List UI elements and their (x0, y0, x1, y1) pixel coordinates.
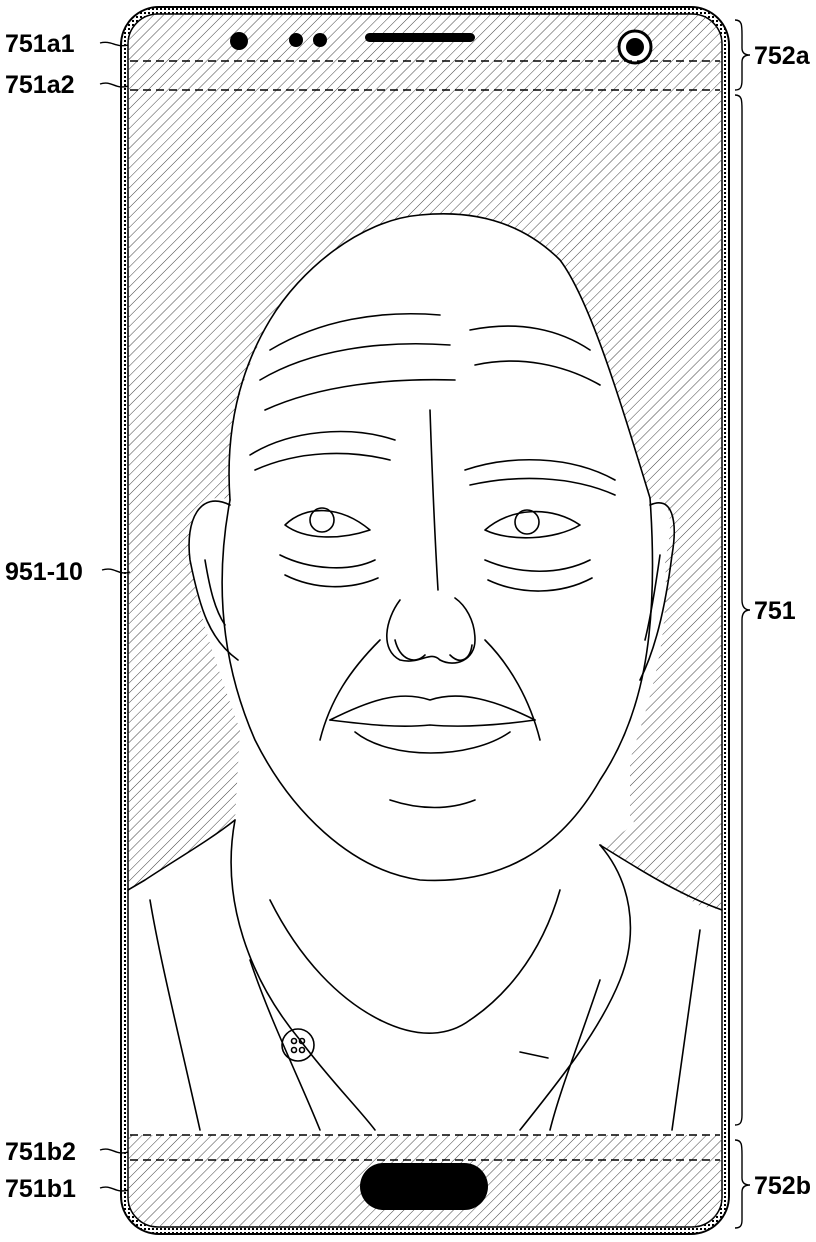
face-drawing (127, 213, 723, 1131)
leader-line-951-10 (101, 568, 131, 574)
label-752a: 752a (754, 42, 811, 70)
leader-line-751a2 (99, 82, 129, 88)
label-751: 751 (754, 597, 796, 625)
leader-line-751b2 (99, 1148, 129, 1154)
sensor-dot-icon (313, 33, 327, 47)
label-951-10: 951-10 (5, 558, 83, 586)
sensor-dot-icon (230, 32, 248, 50)
hatched-background (128, 14, 722, 910)
sensor-dot-icon (289, 33, 303, 47)
brace-752b (734, 1139, 751, 1229)
home-button-icon (360, 1163, 488, 1210)
brace-751 (734, 94, 751, 1126)
leader-line-751a1 (99, 41, 129, 47)
leader-line-751b1 (99, 1186, 129, 1192)
label-751b2: 751b2 (5, 1138, 76, 1166)
label-752b: 752b (754, 1172, 811, 1200)
label-751a1: 751a1 (5, 30, 75, 58)
brace-752a (734, 19, 751, 91)
label-751a2: 751a2 (5, 71, 75, 99)
speaker-slot-icon (365, 33, 475, 42)
top-bezel (230, 29, 653, 65)
label-751b1: 751b1 (5, 1175, 76, 1203)
camera-lens-icon (626, 38, 644, 56)
